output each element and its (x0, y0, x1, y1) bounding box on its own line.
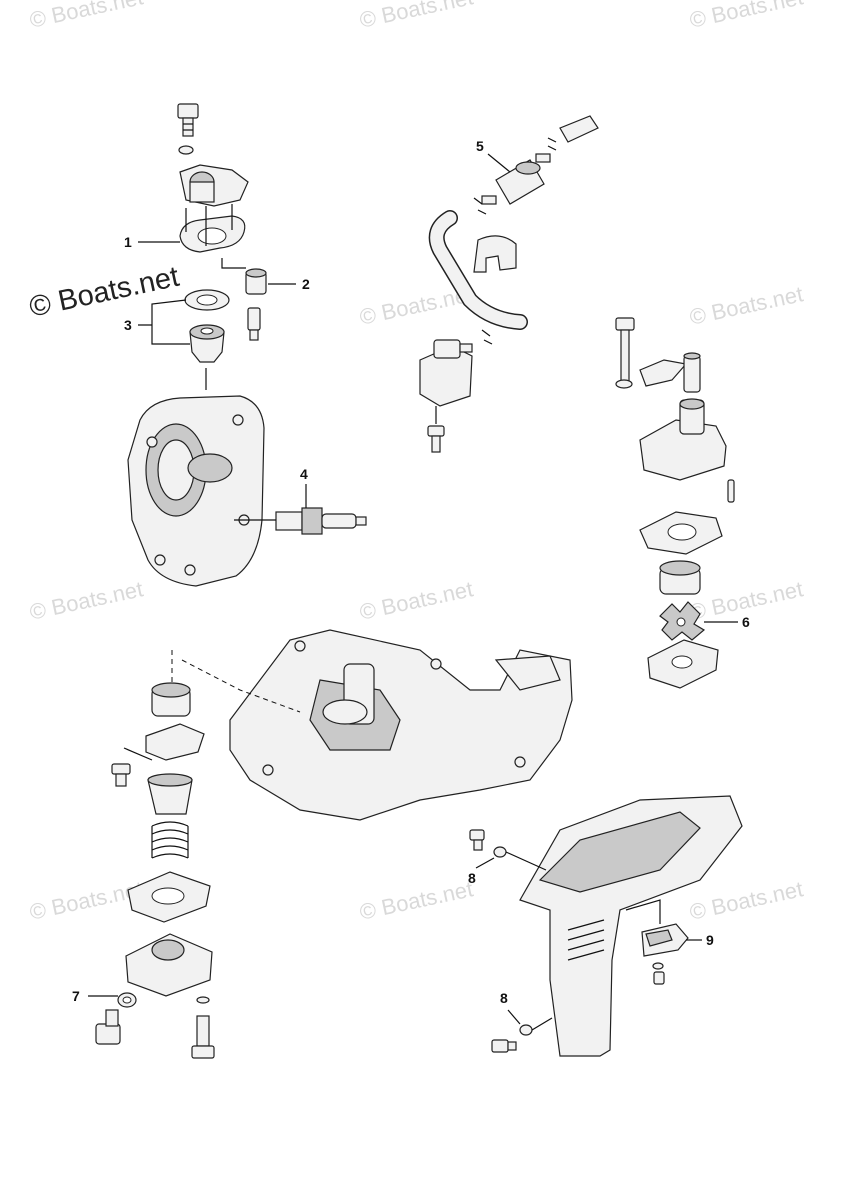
callout-9: 9 (706, 932, 714, 948)
cylinder-head-icon (127, 395, 265, 587)
small-screw-icon (427, 425, 445, 453)
thermostat-icon (189, 324, 225, 363)
crankcase-icon (229, 629, 573, 821)
long-bolt-icon (191, 1015, 215, 1059)
small-screw-icon (111, 763, 131, 787)
spacer-collar-icon (245, 268, 267, 295)
pump-cup-icon (659, 560, 701, 595)
callout-8: 8 (500, 990, 508, 1006)
callout-8: 8 (468, 870, 476, 886)
callout-3: 3 (124, 317, 132, 333)
fuel-filter-icon (481, 153, 551, 205)
callout-5: 5 (476, 138, 484, 154)
pump-housing-icon (639, 398, 727, 481)
spring-icon (151, 821, 189, 859)
water-tube-icon (683, 352, 701, 393)
hose-icon (559, 115, 599, 143)
valve-cap-icon (151, 682, 191, 717)
hose-clip-icon (473, 235, 517, 273)
small-screw-icon (653, 971, 665, 985)
washer-icon (178, 145, 194, 155)
thermostat-cover-icon (179, 164, 249, 207)
bolt-icon (469, 829, 485, 851)
bolt-icon (615, 317, 635, 383)
callout-leaders (88, 153, 738, 1025)
small-screw-icon (247, 307, 261, 341)
pump-plate-icon (647, 639, 719, 689)
pump-gasket-icon (639, 511, 723, 555)
gasket-icon (127, 871, 211, 923)
washer-icon (196, 996, 210, 1004)
callout-6: 6 (742, 614, 750, 630)
bolt-icon (177, 103, 199, 137)
cover-plate-icon (145, 723, 205, 761)
washer-icon (519, 1024, 533, 1036)
drive-shaft-housing-icon (519, 795, 743, 1057)
cover-gasket-icon (179, 215, 246, 253)
bolt-icon (491, 1039, 517, 1053)
callout-7: 7 (72, 988, 80, 1004)
callout-2: 2 (302, 276, 310, 292)
anode-icon (641, 923, 689, 957)
washer-hole (122, 996, 132, 1004)
grommet-icon (184, 289, 230, 311)
pin-icon (727, 479, 735, 503)
relief-valve-cover-icon (125, 933, 213, 997)
callout-4: 4 (300, 466, 308, 482)
drain-bolt-icon (95, 1009, 121, 1045)
washer-icon (493, 846, 507, 858)
impeller-icon (659, 601, 706, 641)
spark-plug-icon (275, 507, 367, 535)
strainer-icon (147, 773, 193, 815)
washer-icon (615, 379, 633, 389)
callout-1: 1 (124, 234, 132, 250)
bracket-icon (639, 359, 688, 387)
fuel-connector-icon (419, 339, 473, 407)
fuel-line-icon (428, 210, 528, 330)
washer-icon (652, 962, 664, 970)
